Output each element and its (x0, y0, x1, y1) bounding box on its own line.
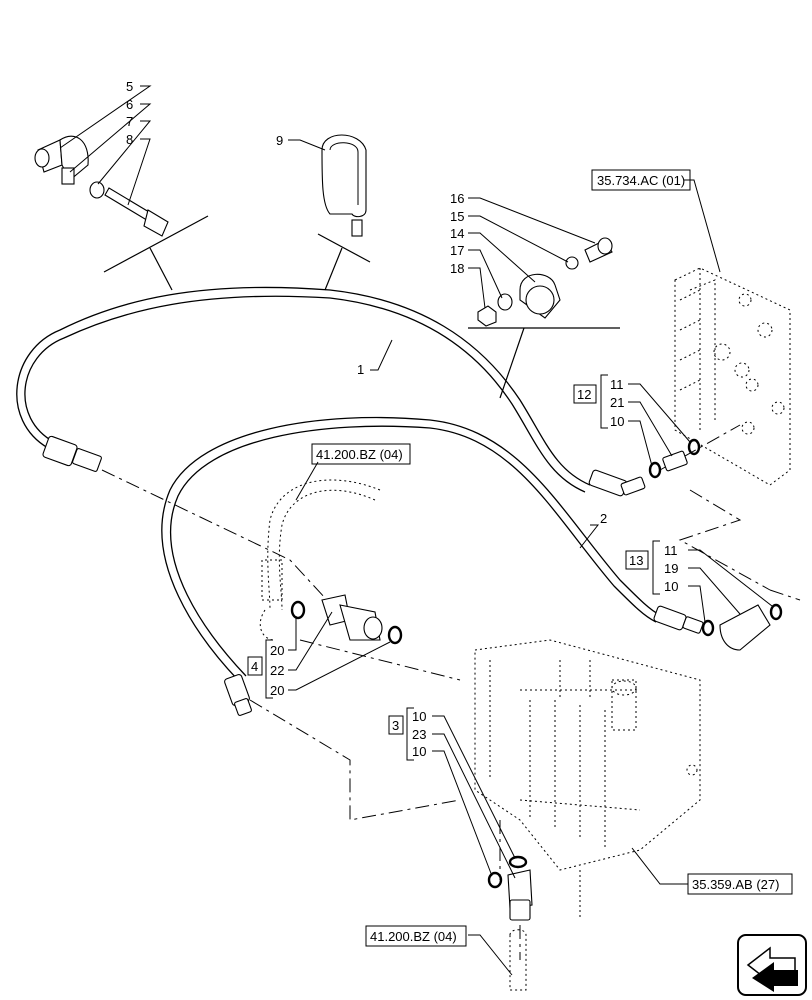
clamp-assembly-top-left (34, 135, 169, 237)
callout-17: 17 (450, 243, 464, 258)
callout-12-a: 11 (610, 377, 624, 392)
callout-4-c: 20 (270, 683, 284, 698)
callout-1: 1 (357, 362, 364, 377)
hose-2 (161, 416, 704, 716)
callout-8: 8 (126, 132, 133, 147)
leader-lines (59, 85, 773, 976)
locator-marks (103, 215, 620, 399)
callout-box-4-label: 4 (251, 659, 258, 674)
callout-13-b: 19 (664, 561, 678, 576)
callout-box-12 (573, 384, 597, 404)
reference-35-734-ac-label[interactable]: 35.734.AC (01) (597, 173, 685, 188)
callout-box-3 (388, 715, 404, 735)
reference-41-200-bz-upper-label[interactable]: 41.200.BZ (04) (316, 447, 403, 462)
callout-box-13-label: 13 (629, 553, 643, 568)
reference-link-35-359-ab[interactable]: 35.359.AB (27) (687, 873, 793, 895)
callout-numbers: 5 6 7 8 9 16 15 14 17 18 1 2 12 11 21 10… (126, 79, 678, 759)
callout-3-b: 23 (412, 727, 426, 742)
control-valve-upper (674, 267, 791, 486)
reference-link-41-200-bz-upper[interactable]: 41.200.BZ (04) (311, 443, 411, 465)
callout-box-12-label: 12 (577, 387, 591, 402)
callout-13-a: 11 (664, 543, 678, 558)
callout-7: 7 (126, 114, 133, 129)
reference-link-35-734-ac[interactable]: 35.734.AC (01) (591, 169, 691, 191)
callout-18: 18 (450, 261, 464, 276)
callout-16: 16 (450, 191, 464, 206)
clamp-assembly-top-right (477, 237, 613, 327)
callout-brackets (265, 374, 660, 761)
fittings-group-4 (290, 594, 403, 645)
callout-box-13 (625, 550, 649, 570)
callout-4-b: 22 (270, 663, 284, 678)
strap-9 (321, 134, 367, 237)
reference-links: 35.734.AC (01) 41.200.BZ (04) 35.359.AB … (311, 169, 793, 947)
hose-1 (16, 286, 646, 497)
reference-35-359-ab-label[interactable]: 35.359.AB (27) (692, 877, 779, 892)
callout-box-4 (247, 656, 263, 676)
callout-9: 9 (276, 133, 283, 148)
fittings-group-12 (648, 438, 701, 479)
callout-3-a: 10 (412, 709, 426, 724)
callout-box-3-label: 3 (392, 718, 399, 733)
center-lines (101, 424, 801, 960)
callout-13-c: 10 (664, 579, 678, 594)
reference-link-41-200-bz-lower[interactable]: 41.200.BZ (04) (365, 925, 467, 947)
fittings-group-13 (701, 603, 783, 651)
control-valve-lower (474, 639, 701, 920)
callout-14: 14 (450, 226, 464, 241)
callout-12-c: 10 (610, 414, 624, 429)
callout-5: 5 (126, 79, 133, 94)
reference-41-200-bz-lower-label[interactable]: 41.200.BZ (04) (370, 929, 457, 944)
fittings-group-3 (487, 855, 533, 991)
callout-3-c: 10 (412, 744, 426, 759)
page-navigation-arrow-icon[interactable] (737, 934, 807, 996)
callout-6: 6 (126, 97, 133, 112)
callout-4-a: 20 (270, 643, 284, 658)
callout-2: 2 (600, 511, 607, 526)
callout-15: 15 (450, 209, 464, 224)
callout-12-b: 21 (610, 395, 624, 410)
